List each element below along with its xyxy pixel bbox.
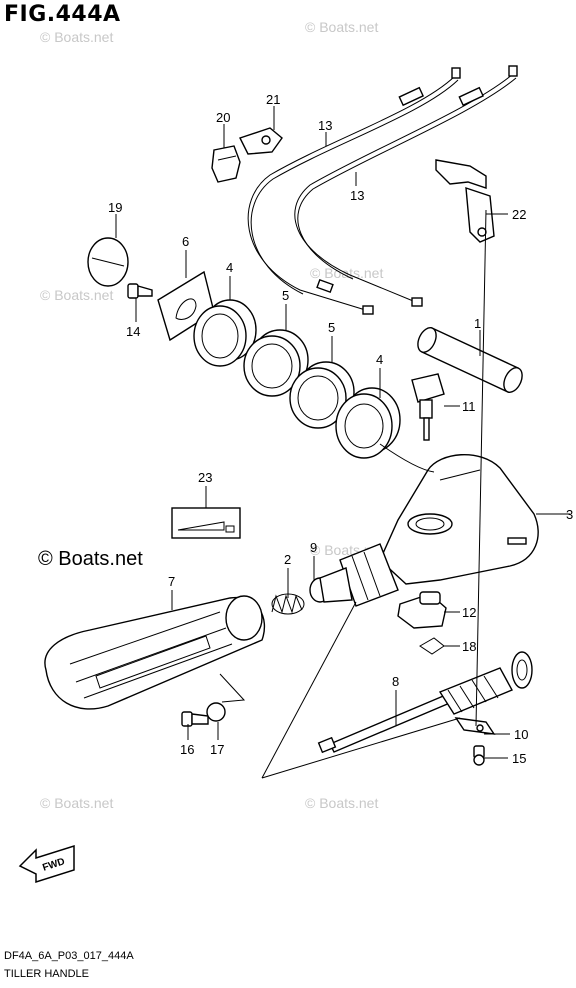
callout-4b: 4: [376, 352, 383, 367]
callout-10: 10: [514, 727, 528, 742]
part-16-screw: [181, 711, 209, 727]
watermark: © Boats.net: [305, 19, 378, 35]
part-13-cables: [247, 65, 518, 315]
watermark-bold: © Boats.net: [38, 548, 143, 570]
part-5-ring-lower: [289, 361, 355, 429]
part-8-rod: [317, 651, 533, 754]
callout-17: 17: [210, 742, 224, 757]
callouts: 1 2 3 4 4 5 5 6 7 8 9 10 11 12 13 13 14 …: [108, 92, 573, 766]
part-10-plate: [454, 717, 496, 735]
part-20-clamp: [211, 145, 241, 183]
part-23-label: [171, 507, 241, 539]
part-18-pin: [419, 637, 445, 655]
watermark: © Boats.net: [40, 795, 113, 811]
part-4-collar-lower: [335, 387, 401, 459]
callout-6: 6: [182, 234, 189, 249]
callout-2: 2: [284, 552, 291, 567]
callout-9: 9: [310, 540, 317, 555]
watermark: © Boats.net: [40, 287, 113, 303]
part-11-knob: [411, 373, 445, 441]
figure-title: FIG.444A: [4, 2, 121, 27]
part-1-tube: [417, 327, 523, 393]
part-5-ring-upper: [243, 329, 309, 397]
callout-1: 1: [474, 316, 481, 331]
callout-15: 15: [512, 751, 526, 766]
part-15-screw: [473, 745, 485, 766]
callout-20: 20: [216, 110, 230, 125]
part-4-collar-upper: [193, 299, 257, 367]
watermark: © Boats.net: [40, 29, 113, 45]
fwd-arrow-icon: FWD: [18, 844, 75, 884]
callout-11: 11: [462, 399, 476, 414]
callout-21: 21: [266, 92, 280, 107]
part-3-tiller-handle: [379, 454, 539, 585]
callout-22: 22: [512, 207, 526, 222]
callout-14: 14: [126, 324, 140, 339]
part-7-grip: [44, 595, 266, 710]
diagram-code: DF4A_6A_P03_017_444A: [4, 950, 134, 962]
leader-lines: [115, 106, 570, 779]
part-22-bracket: [435, 159, 495, 243]
callout-19: 19: [108, 200, 122, 215]
callout-18: 18: [462, 639, 476, 654]
watermark: © Boats.net: [305, 795, 378, 811]
callout-8: 8: [392, 674, 399, 689]
callout-23: 23: [198, 470, 212, 485]
diagram-name: TILLER HANDLE: [4, 968, 89, 980]
callout-4a: 4: [226, 260, 233, 275]
callout-12: 12: [462, 605, 476, 620]
part-17-washer: [206, 702, 226, 722]
part-21-plate: [239, 127, 283, 155]
callout-7: 7: [168, 574, 175, 589]
part-9-grip-shaft: [309, 543, 399, 607]
part-12-guide: [397, 591, 447, 629]
callout-16: 16: [180, 742, 194, 757]
callout-3: 3: [566, 507, 573, 522]
part-14-screw: [127, 283, 153, 299]
callout-5b: 5: [328, 320, 335, 335]
callout-5a: 5: [282, 288, 289, 303]
callout-13b: 13: [350, 188, 364, 203]
part-19-cap: [87, 237, 129, 287]
callout-13a: 13: [318, 118, 332, 133]
